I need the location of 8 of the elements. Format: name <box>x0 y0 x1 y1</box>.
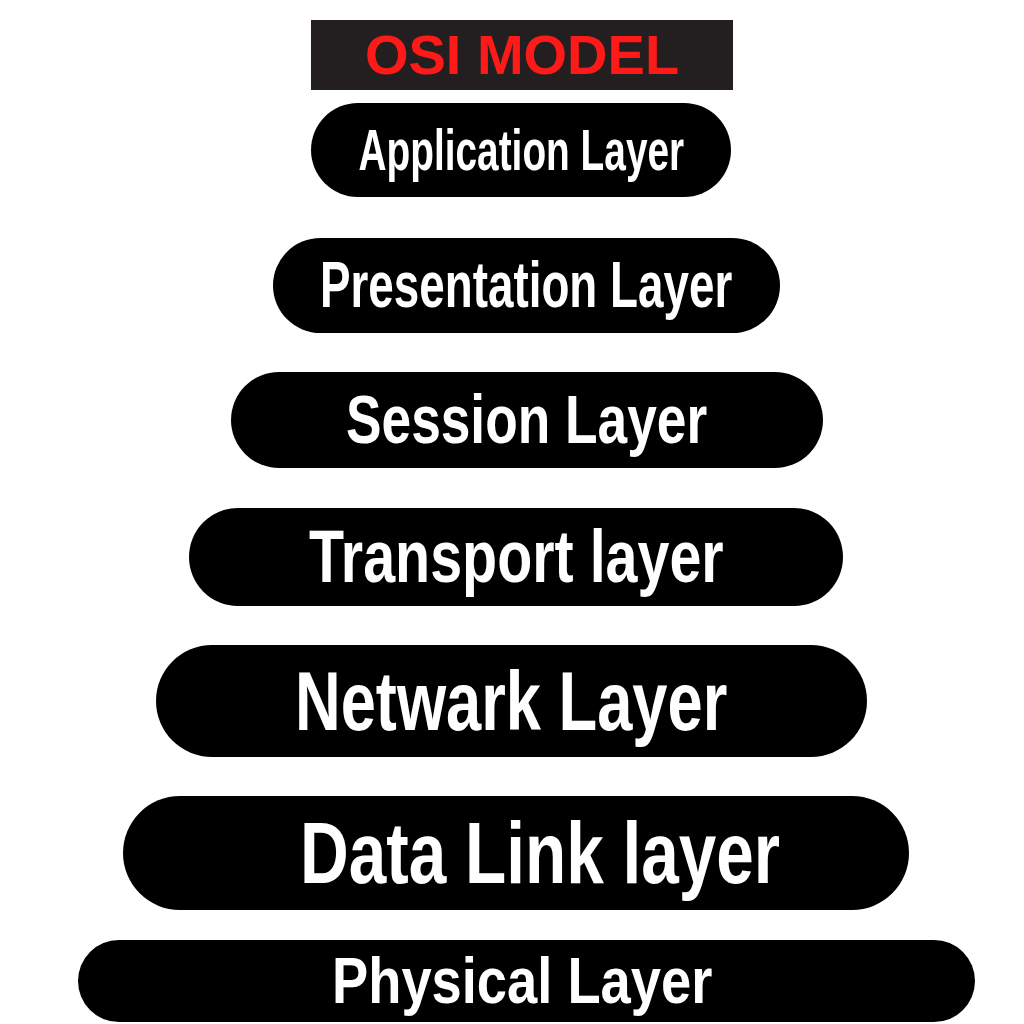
layer-label: Data Link layer <box>299 802 781 905</box>
layer-label: Transport layer <box>308 513 724 600</box>
layer-label: Session Layer <box>346 380 708 460</box>
layer-label: Physical Layer <box>332 943 713 1019</box>
title-banner: OSI MODEL <box>311 20 733 90</box>
layer-label: Netwark Layer <box>295 652 728 750</box>
layer-label: Presentation Layer <box>320 248 733 324</box>
layer-label: Application Layer <box>358 116 684 185</box>
